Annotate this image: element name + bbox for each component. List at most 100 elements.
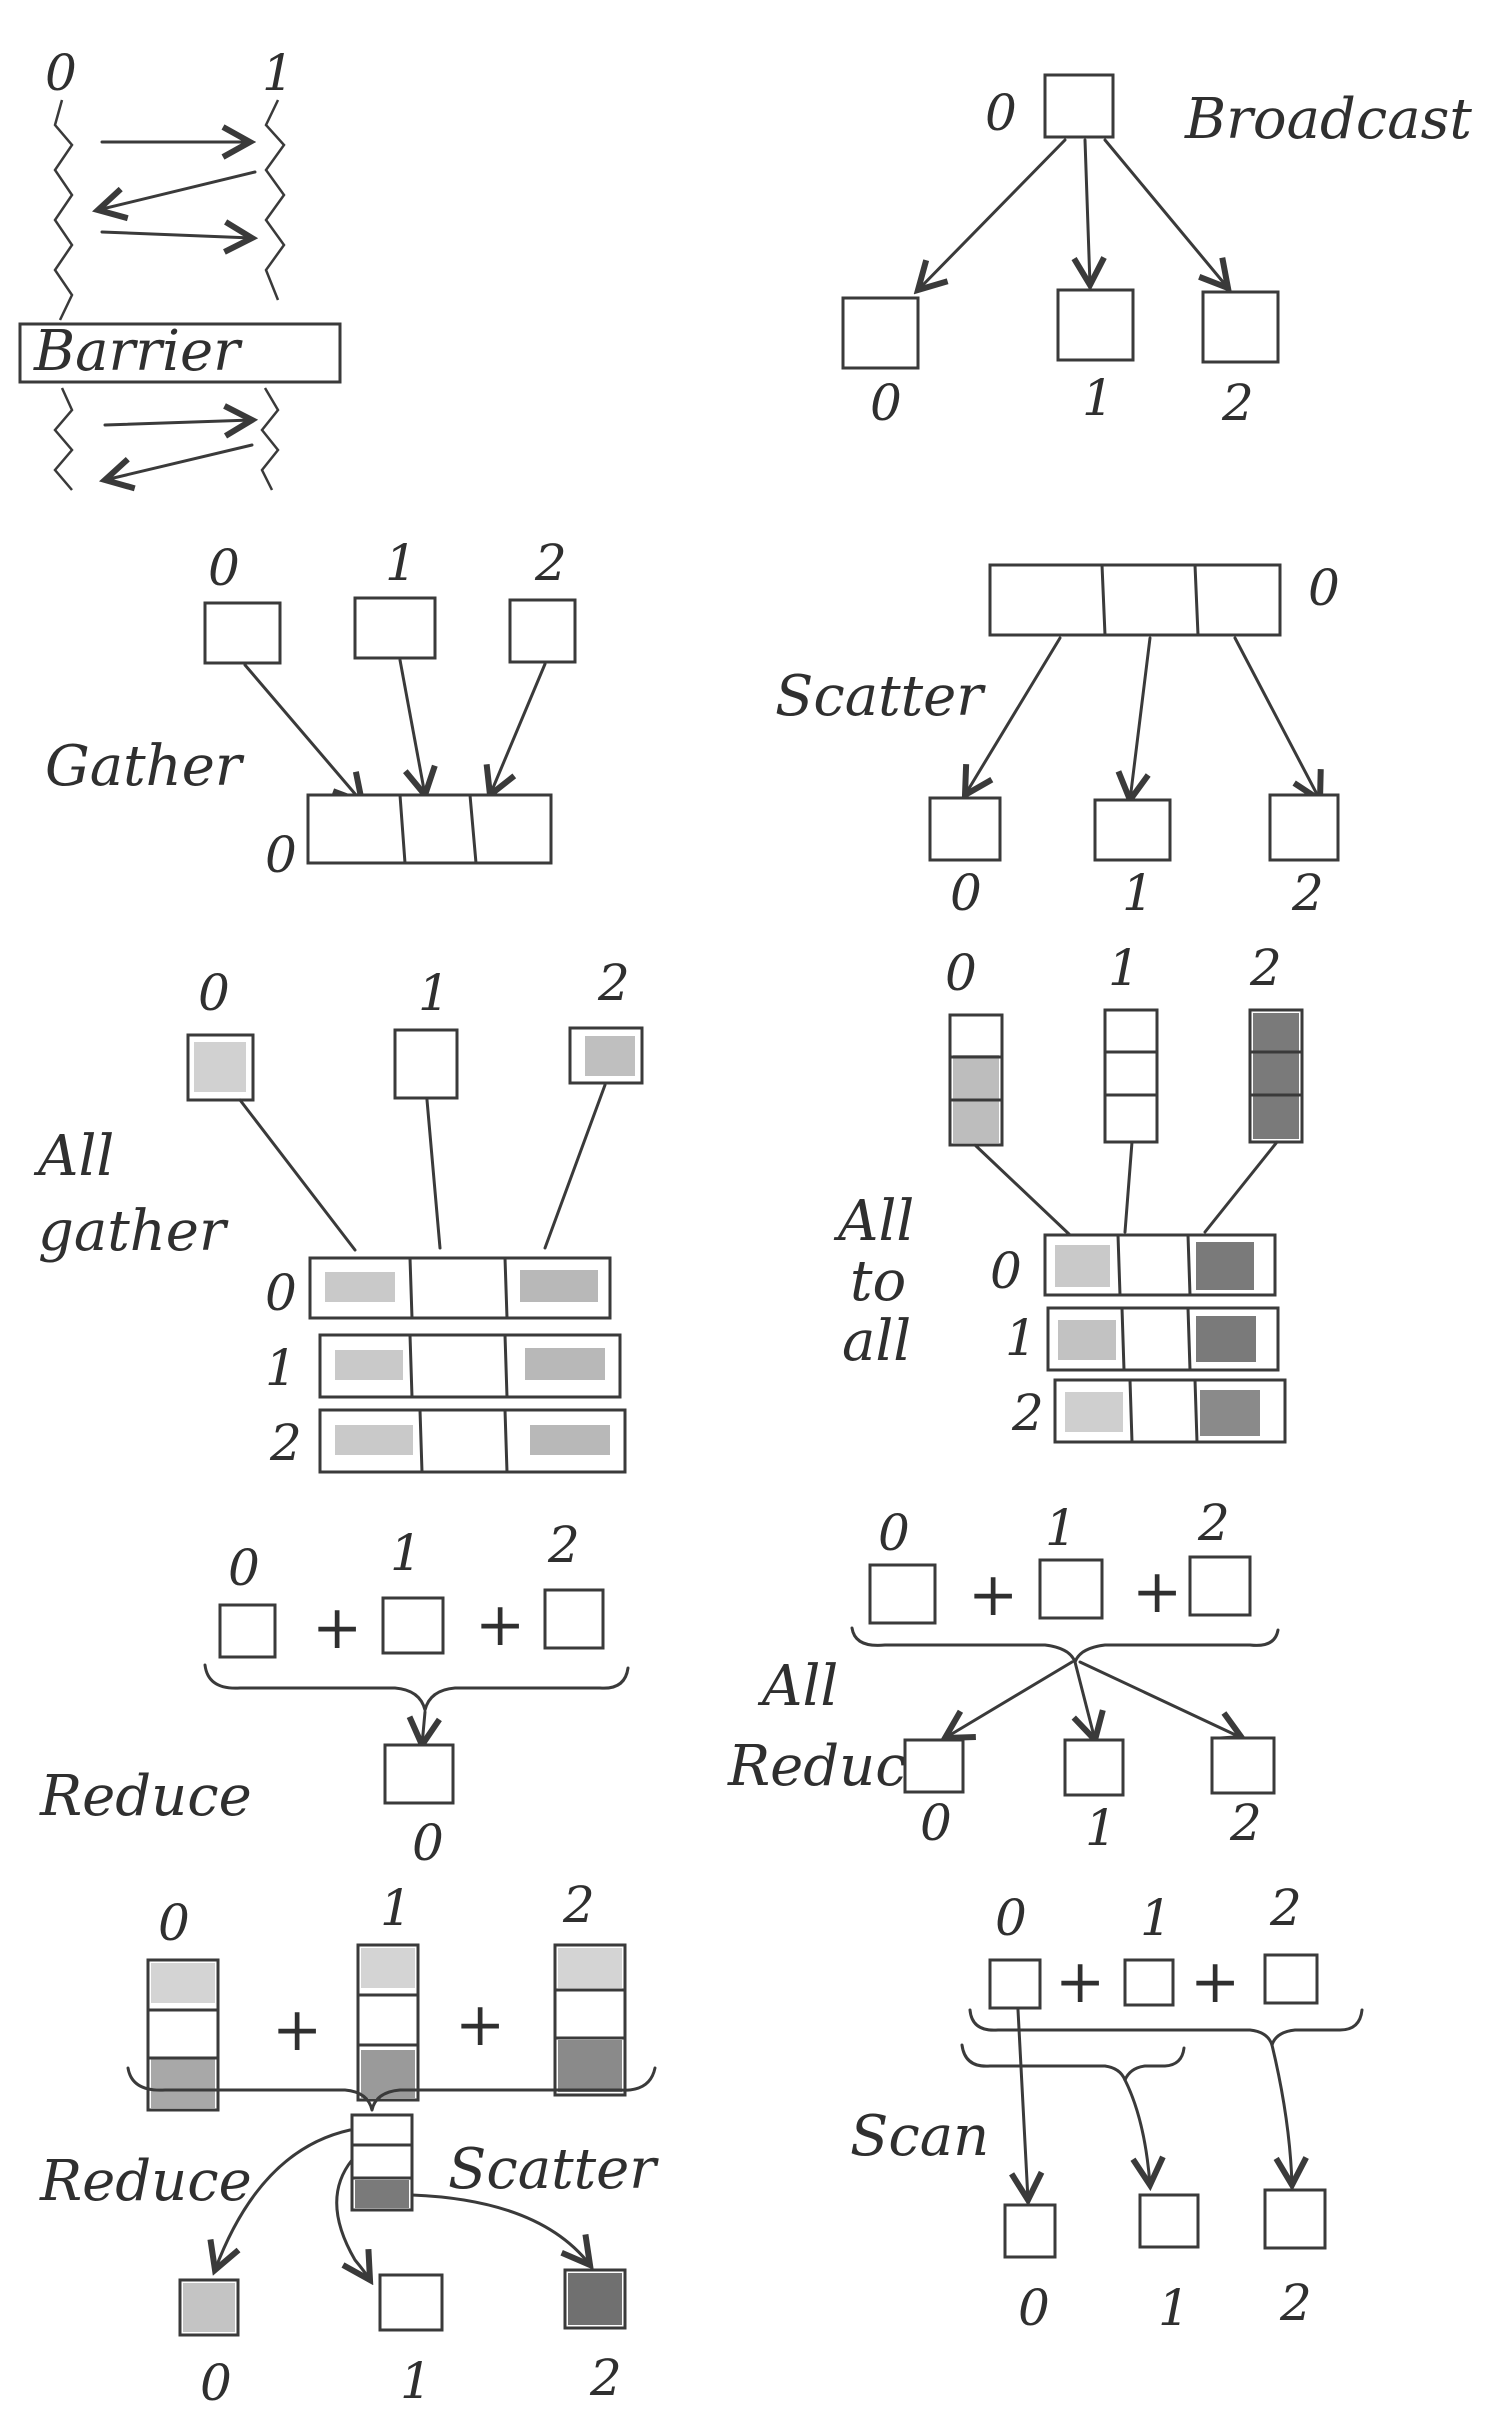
reduce-scatter-result-rank-2-label: 2	[589, 2349, 622, 2407]
reduce-scatter-target-box-1	[378, 2273, 444, 2332]
reduce-scatter-result-rank-0-label: 0	[200, 2354, 232, 2412]
broadcast-target-box-2	[1201, 290, 1280, 364]
gather-arrow	[243, 663, 362, 802]
scan-arrow	[1270, 2043, 1292, 2185]
gather-source-box-0	[203, 601, 282, 665]
barrier-message-arrow	[103, 420, 252, 425]
scan-source-box-2	[1263, 1953, 1319, 2005]
scatter-arrow	[1233, 636, 1320, 800]
alltoall-link	[1123, 1140, 1134, 1234]
gather-array-divider	[468, 793, 478, 865]
alltoall-link	[1203, 1140, 1279, 1234]
reduce-plus-sign: +	[475, 1590, 525, 1660]
barrier-box	[18, 322, 342, 384]
allgather-shade	[520, 1270, 598, 1302]
allreduce-panel: 0 1 2 + + All Reduce 0 1 2	[727, 1494, 1280, 1857]
gather-source-box-2	[508, 598, 577, 664]
reduce-scatter-rank-0-label: 0	[158, 1894, 190, 1952]
reduce-scatter-rank-2-label: 2	[562, 1876, 595, 1934]
alltoall-array-divider	[1128, 1378, 1134, 1444]
reduce-source-box-2	[543, 1588, 605, 1650]
allreduce-result-box-1	[1063, 1738, 1125, 1797]
alltoall-array-divider	[1193, 1378, 1199, 1444]
gather-root-label: 0	[265, 826, 297, 884]
alltoall-shade	[1200, 1390, 1260, 1436]
reduce-plus-sign: +	[312, 1593, 362, 1663]
reduce-scatter-shade	[151, 2058, 215, 2108]
reduce-source-box-0	[218, 1603, 277, 1659]
scatter-source-array	[988, 563, 1282, 637]
scan-rank-0-label: 0	[995, 1889, 1027, 1947]
broadcast-arrow	[1103, 138, 1228, 288]
allgather-title-line2: gather	[38, 1199, 229, 1264]
scatter-rank-1-label: 1	[1122, 864, 1154, 922]
broadcast-root-box	[1043, 73, 1115, 139]
allgather-shade	[325, 1272, 395, 1302]
gather-panel: 0 1 2 Gather 0	[45, 534, 577, 884]
allreduce-plus-sign: +	[1132, 1557, 1182, 1627]
broadcast-rank-1-label: 1	[1082, 369, 1114, 427]
allgather-shade	[585, 1036, 635, 1076]
allgather-array-divider	[503, 1256, 509, 1320]
barrier-rank-0-label: 0	[45, 44, 77, 102]
alltoall-shade	[1058, 1320, 1116, 1360]
reduce-brace	[203, 1663, 630, 1712]
reduce-title: Reduce	[39, 1764, 252, 1829]
allgather-row-1-label: 1	[265, 1339, 297, 1397]
barrier-process-0-timeline-lower	[53, 387, 74, 491]
allgather-link	[425, 1098, 442, 1250]
allgather-shade	[530, 1425, 610, 1455]
allgather-link	[543, 1083, 607, 1250]
barrier-process-0-timeline-upper	[53, 99, 74, 321]
scan-rank-1-label: 1	[1140, 1889, 1172, 1947]
allgather-rank-0-label: 0	[198, 964, 230, 1022]
reduce-scatter-panel: 0 1 2 + + Reduce Scatter	[39, 1876, 659, 2412]
scatter-rank-0-label: 0	[950, 864, 982, 922]
reduce-scatter-plus-sign: +	[455, 1990, 505, 2060]
scan-brace-outer	[968, 2008, 1364, 2047]
alltoall-row-1-label: 1	[1005, 1309, 1037, 1367]
gather-rank-0-label: 0	[208, 539, 240, 597]
alltoall-shade	[1055, 1245, 1110, 1287]
alltoall-array-divider	[1186, 1306, 1192, 1372]
reduce-scatter-shade	[183, 2283, 235, 2332]
scatter-title: Scatter	[775, 664, 986, 729]
scan-arrow	[1018, 2008, 1028, 2200]
allgather-shade	[525, 1348, 605, 1380]
scan-panel: 0 1 2 + + Scan 0 1 2	[850, 1879, 1364, 2337]
reduce-source-box-1	[381, 1596, 445, 1655]
reduce-rank-2-label: 2	[547, 1516, 580, 1574]
allgather-rank-1-label: 1	[418, 964, 450, 1022]
reduce-scatter-result-rank-1-label: 1	[400, 2352, 432, 2410]
allgather-rank-2-label: 2	[597, 954, 630, 1012]
scan-plus-sign: +	[1190, 1947, 1240, 2017]
allgather-link	[238, 1098, 357, 1252]
reduce-result-box	[383, 1743, 455, 1805]
allreduce-source-box-2	[1188, 1555, 1252, 1617]
reduce-scatter-title-right: Scatter	[448, 2137, 659, 2202]
scan-title: Scan	[850, 2104, 989, 2169]
barrier-process-1-timeline-upper	[264, 99, 286, 301]
allgather-row-2-label: 2	[269, 1414, 302, 1472]
broadcast-title: Broadcast	[1184, 87, 1472, 152]
allgather-array-divider	[503, 1333, 509, 1399]
scatter-array-divider	[1100, 563, 1107, 637]
broadcast-target-box-1	[1056, 288, 1135, 362]
alltoall-shade	[1196, 1316, 1256, 1362]
alltoall-source-column-1	[1103, 1008, 1159, 1144]
allreduce-plus-sign: +	[968, 1560, 1018, 1630]
barrier-title: Barrier	[33, 319, 243, 384]
allreduce-result-box-2	[1210, 1736, 1276, 1795]
alltoall-shade	[1065, 1392, 1123, 1432]
barrier-message-arrow	[105, 443, 254, 480]
barrier-process-1-timeline-lower	[260, 387, 280, 491]
alltoall-rank-2-label: 2	[1249, 939, 1282, 997]
reduce-scatter-shade	[568, 2273, 622, 2325]
gather-source-box-1	[353, 596, 437, 660]
broadcast-arrow	[918, 138, 1067, 290]
reduce-scatter-arrow	[335, 2158, 370, 2280]
reduce-scatter-shade	[558, 2040, 622, 2092]
scan-result-rank-2-label: 2	[1279, 2274, 1312, 2332]
allreduce-arrow	[1078, 1660, 1242, 1738]
